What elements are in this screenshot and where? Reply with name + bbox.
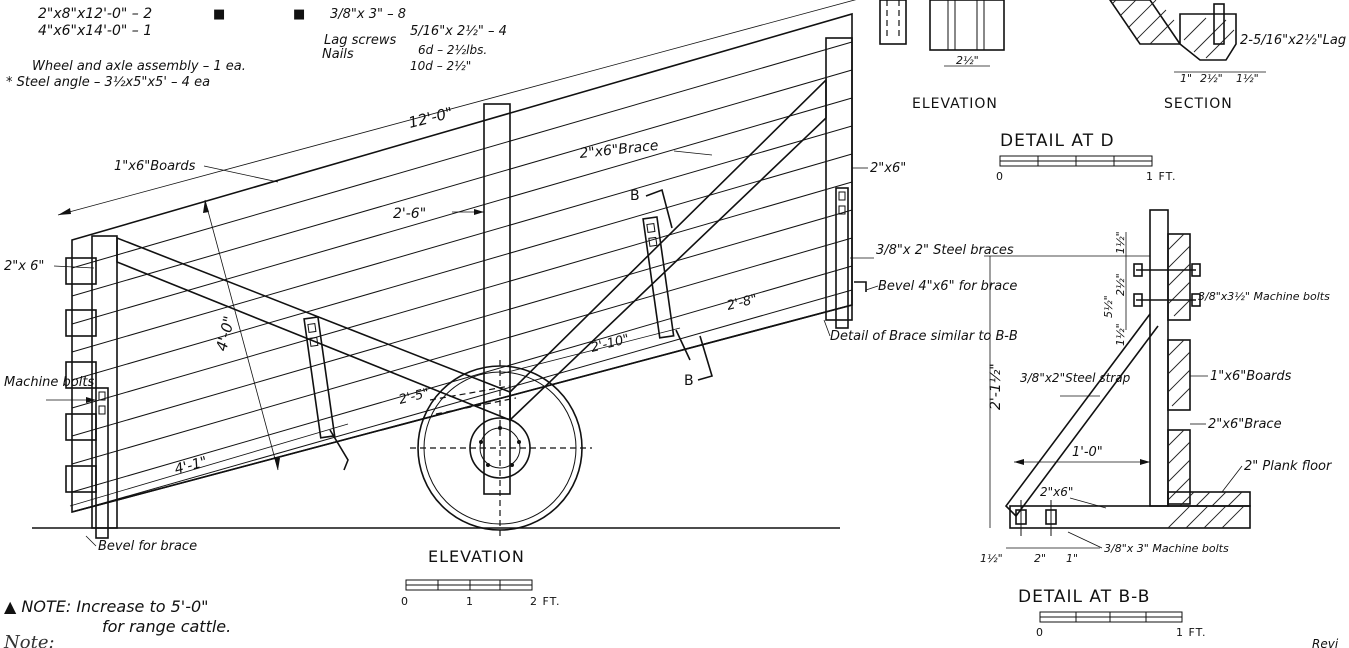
bb-dim-1half-top: 1½"	[1114, 231, 1127, 254]
bb-plank-floor: 2" Plank floor	[1244, 459, 1333, 474]
detail-brace-label: Detail of Brace similar to B-B	[830, 329, 1018, 344]
steel-straps	[95, 187, 867, 539]
right-diagonal-brace	[509, 78, 827, 422]
wheel	[410, 360, 592, 540]
material-wheel: Wheel and axle assembly – 1 ea.	[32, 59, 246, 74]
detail-d-dim-2half-b: 2½"	[1200, 72, 1223, 85]
elevation-scale-bar	[405, 579, 533, 591]
detail-d-section-title: SECTION	[1164, 96, 1233, 112]
boards-label: 1"x6"Boards	[114, 159, 196, 174]
elevation-title: ELEVATION	[428, 547, 525, 566]
dim-2-6: 2'-6"	[393, 206, 426, 222]
bb-dim-b1: 1½"	[980, 552, 1003, 565]
material-nails-6d: 6d – 2½lbs.	[418, 43, 487, 57]
steel-braces-label: 3/8"x 2" Steel braces	[876, 243, 1014, 258]
bb-scale-1: 1 FT.	[1176, 626, 1207, 639]
detail-d-lag: 2-5/16"x2½"Lag screw	[1240, 33, 1349, 48]
bevel-brace-label: Bevel 4"x6" for brace	[878, 279, 1017, 294]
svg-text:■: ■	[293, 7, 305, 22]
note-label: Note:	[3, 632, 55, 648]
elevation-scale-1: 1	[466, 595, 474, 608]
material-row-2: 4"x6"x14'-0" – 1	[38, 23, 152, 39]
bb-post: 2"x6"	[1040, 485, 1073, 499]
detail-bb: 2'-1½" 1½" 2½" 5½" 1½" 1'-0" 3/8"x3½" Ma…	[980, 209, 1333, 639]
overall-dim-line	[57, 0, 857, 216]
note-block: ▲ NOTE: Increase to 5'-0" for range catt…	[3, 597, 231, 648]
section-b-top: B	[630, 188, 641, 204]
note-line-1: ▲ NOTE: Increase to 5'-0"	[4, 597, 209, 616]
material-lag-size: 5/16"x 2½" – 4	[410, 24, 507, 39]
overall-length-label: 12'-0"	[407, 104, 455, 132]
bb-dim-b3: 1"	[1066, 552, 1078, 565]
material-nails-label: Nails	[322, 47, 354, 62]
bb-bottom-bolts: 3/8"x 3" Machine bolts	[1104, 542, 1229, 555]
svg-text:■: ■	[213, 7, 225, 22]
bb-dim-1-0: 1'-0"	[1072, 445, 1103, 460]
detail-d-dim-1half: 1½"	[1236, 72, 1259, 85]
dim-2-10: 2'-10"	[589, 332, 631, 356]
bb-title: DETAIL AT B-B	[1018, 587, 1150, 607]
corner-text: Revi	[1312, 637, 1339, 648]
detail-d-scale-1: 1 FT.	[1146, 170, 1177, 183]
detail-d-elevation-title: ELEVATION	[912, 96, 998, 112]
elevation-scale-0: 0	[401, 595, 409, 608]
left-diagonal-brace	[116, 236, 511, 422]
dim-2-5: 2'-5"	[397, 386, 431, 408]
elevation-scale-2: 2 FT.	[530, 595, 561, 608]
dim-2-8: 2'-8"	[725, 292, 759, 314]
bb-dim-1half-mid: 1½"	[1114, 323, 1127, 346]
dim-4-0: 4'-0"	[212, 314, 238, 353]
bevel-for-brace-label: Bevel for brace	[98, 539, 197, 554]
bb-overall-height: 2'-1½"	[988, 363, 1004, 410]
bb-boards: 1"x6"Boards	[1210, 369, 1292, 384]
section-b-bottom: B	[684, 373, 695, 389]
material-bolt-row: 3/8"x 3" – 8	[330, 7, 406, 22]
bb-dim-5half: 5½"	[1102, 295, 1115, 318]
post-left-label: 2"x 6"	[4, 259, 44, 274]
note-line-2: for range cattle.	[102, 617, 231, 636]
bb-steel-strap: 3/8"x2"Steel strap	[1020, 371, 1131, 385]
brace-label: 2"x6"Brace	[579, 138, 659, 162]
bb-brace: 2"x6"Brace	[1208, 417, 1282, 432]
center-post	[483, 103, 511, 495]
detail-d-scale-0: 0	[996, 170, 1004, 183]
board-lines	[71, 41, 853, 513]
bb-dim-b2: 2"	[1034, 552, 1046, 565]
detail-d: 2½" ELEVATION 1" 2½" 1½" 2-5/16"x2½"Lag …	[879, 0, 1349, 183]
bb-machine-bolts: 3/8"x3½" Machine bolts	[1198, 290, 1330, 303]
elevation-drawing: 12'-0"	[4, 0, 1018, 608]
bb-dim-2half: 2½"	[1114, 273, 1127, 296]
material-lag-label: Lag screws	[324, 33, 396, 48]
detail-d-dim-1: 1"	[1180, 72, 1192, 85]
right-post	[825, 37, 853, 321]
post-right-label: 2"x6"	[870, 161, 906, 176]
bb-scale-0: 0	[1036, 626, 1044, 639]
material-angle: * Steel angle – 3½x5"x5' – 4 ea	[6, 75, 210, 90]
detail-d-title: DETAIL AT D	[1000, 131, 1115, 151]
material-nails-10d: 10d – 2½"	[410, 59, 471, 73]
material-row-1: 2"x8"x12'-0" – 2	[38, 6, 152, 22]
material-list: 2"x8"x12'-0" – 2 4"x6"x14'-0" – 1 ■ ■ 3/…	[6, 6, 507, 90]
detail-d-dim-2half: 2½"	[956, 54, 979, 67]
machine-bolts-label: Machine bolts	[4, 375, 94, 390]
